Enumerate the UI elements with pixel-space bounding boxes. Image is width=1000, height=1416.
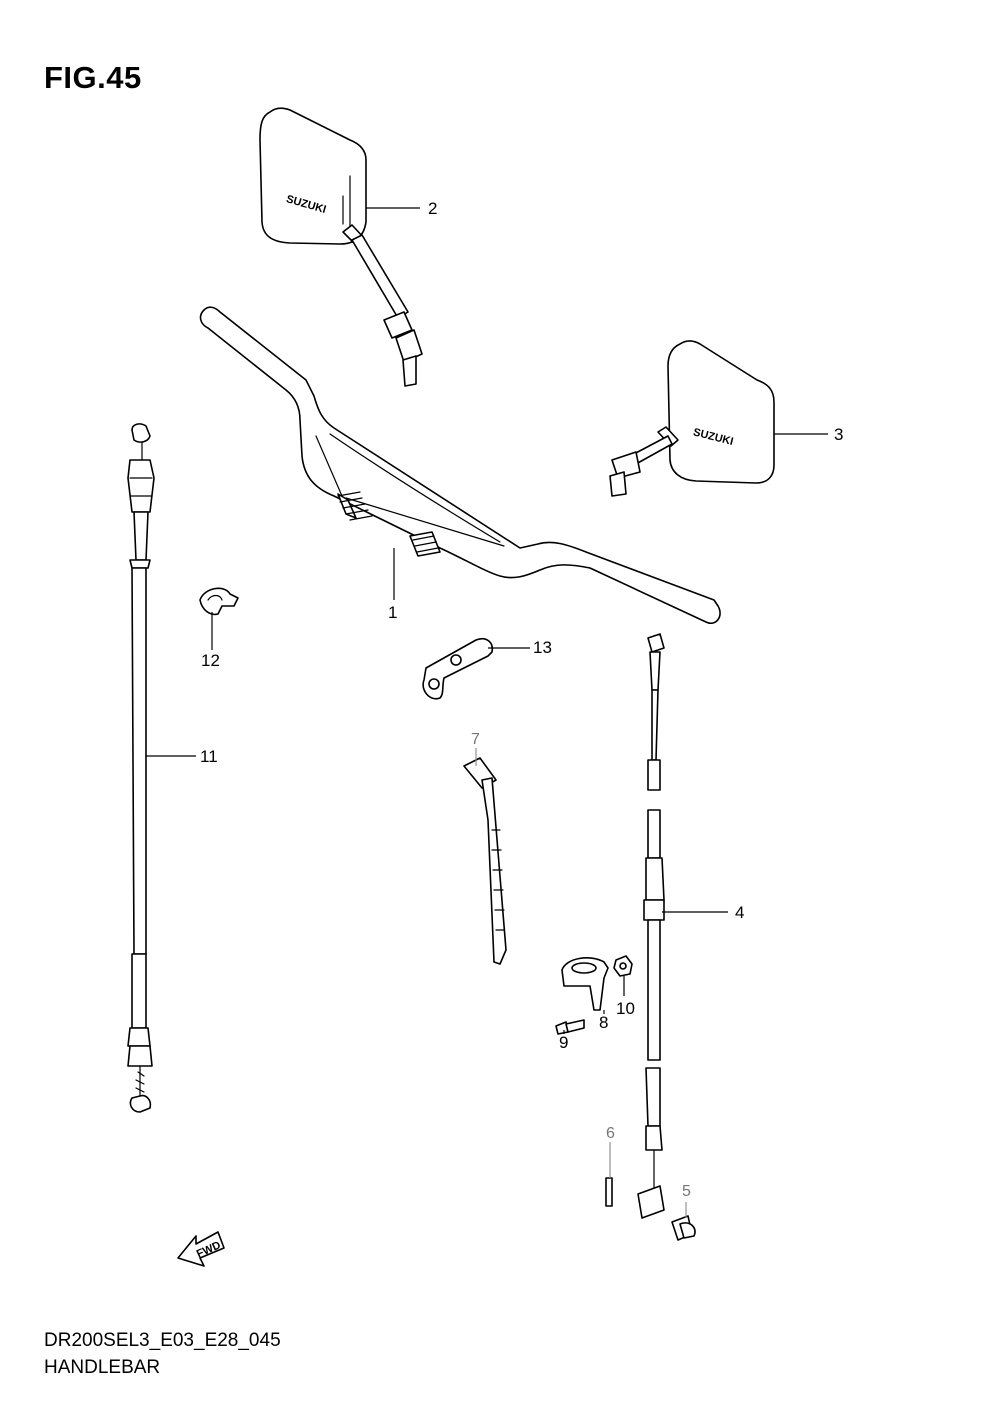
callout-10: 10 (616, 999, 635, 1018)
callout-8: 8 (599, 1013, 608, 1032)
nut[interactable] (613, 955, 633, 977)
cable-clamp[interactable] (561, 957, 609, 1011)
mirror-left[interactable]: SUZUKI (259, 107, 423, 387)
figure-title: FIG.45 (44, 60, 142, 95)
bracket[interactable] (422, 637, 494, 700)
section-name: HANDLEBAR (44, 1357, 161, 1378)
clevis-pin[interactable] (671, 1215, 696, 1241)
callout-6: 6 (606, 1125, 615, 1142)
callout-2: 2 (428, 199, 437, 218)
cable-clamp-small[interactable] (199, 587, 239, 616)
model-code: DR200SEL3_E03_E28_045 (44, 1330, 281, 1351)
cable-left[interactable] (127, 423, 155, 1113)
callout-4: 4 (735, 903, 744, 922)
handlebar[interactable] (199, 306, 721, 624)
mirror-right[interactable]: SUZUKI (609, 340, 775, 497)
screw[interactable] (555, 1019, 585, 1035)
callout-13: 13 (533, 638, 552, 657)
cable-right[interactable] (637, 633, 665, 1219)
callout-3: 3 (834, 425, 843, 444)
callout-1: 1 (388, 603, 397, 622)
callout-7: 7 (471, 731, 480, 748)
cotter-pin[interactable] (605, 1177, 613, 1207)
callout-12: 12 (201, 651, 220, 670)
callout-11: 11 (200, 747, 218, 766)
leader-lines (146, 207, 828, 1218)
callout-5: 5 (682, 1183, 691, 1200)
callout-9: 9 (559, 1033, 568, 1052)
cable-tie[interactable] (463, 757, 507, 965)
forward-arrow: FWD (177, 1231, 225, 1267)
